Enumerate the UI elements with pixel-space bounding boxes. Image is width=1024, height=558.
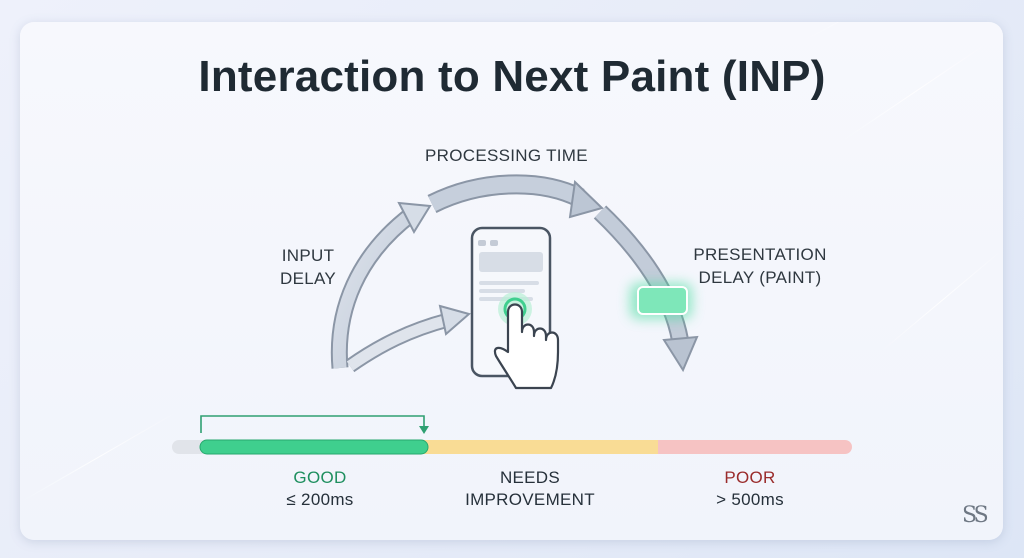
presentation-delay-arrow [593,205,699,373]
legend-poor-threshold: > 500ms [716,490,784,509]
legend-good-threshold: ≤ 200ms [286,490,354,509]
legend-good-label: GOOD [293,468,347,487]
paint-highlight-icon [630,283,692,319]
page-title: Interaction to Next Paint (INP) [198,52,826,101]
processing-time-label: PROCESSING TIME [425,146,588,165]
good-range-bracket [200,415,429,434]
input-delay-label: INPUT DELAY [280,246,336,288]
input-delay-arrow [330,201,432,369]
processing-time-arrow [427,174,604,219]
brand-logo: SS [962,503,989,528]
inp-scale-bar [172,439,852,455]
legend-needs-improvement: NEEDS IMPROVEMENT [465,468,595,509]
tap-hand-icon [493,292,560,390]
presentation-delay-label: PRESENTATION DELAY (PAINT) [693,245,827,287]
legend-good: GOOD ≤ 200ms [250,467,390,511]
legend-poor-label: POOR [724,468,776,487]
interaction-arrow [345,304,472,373]
legend-poor: POOR > 500ms [680,467,820,511]
